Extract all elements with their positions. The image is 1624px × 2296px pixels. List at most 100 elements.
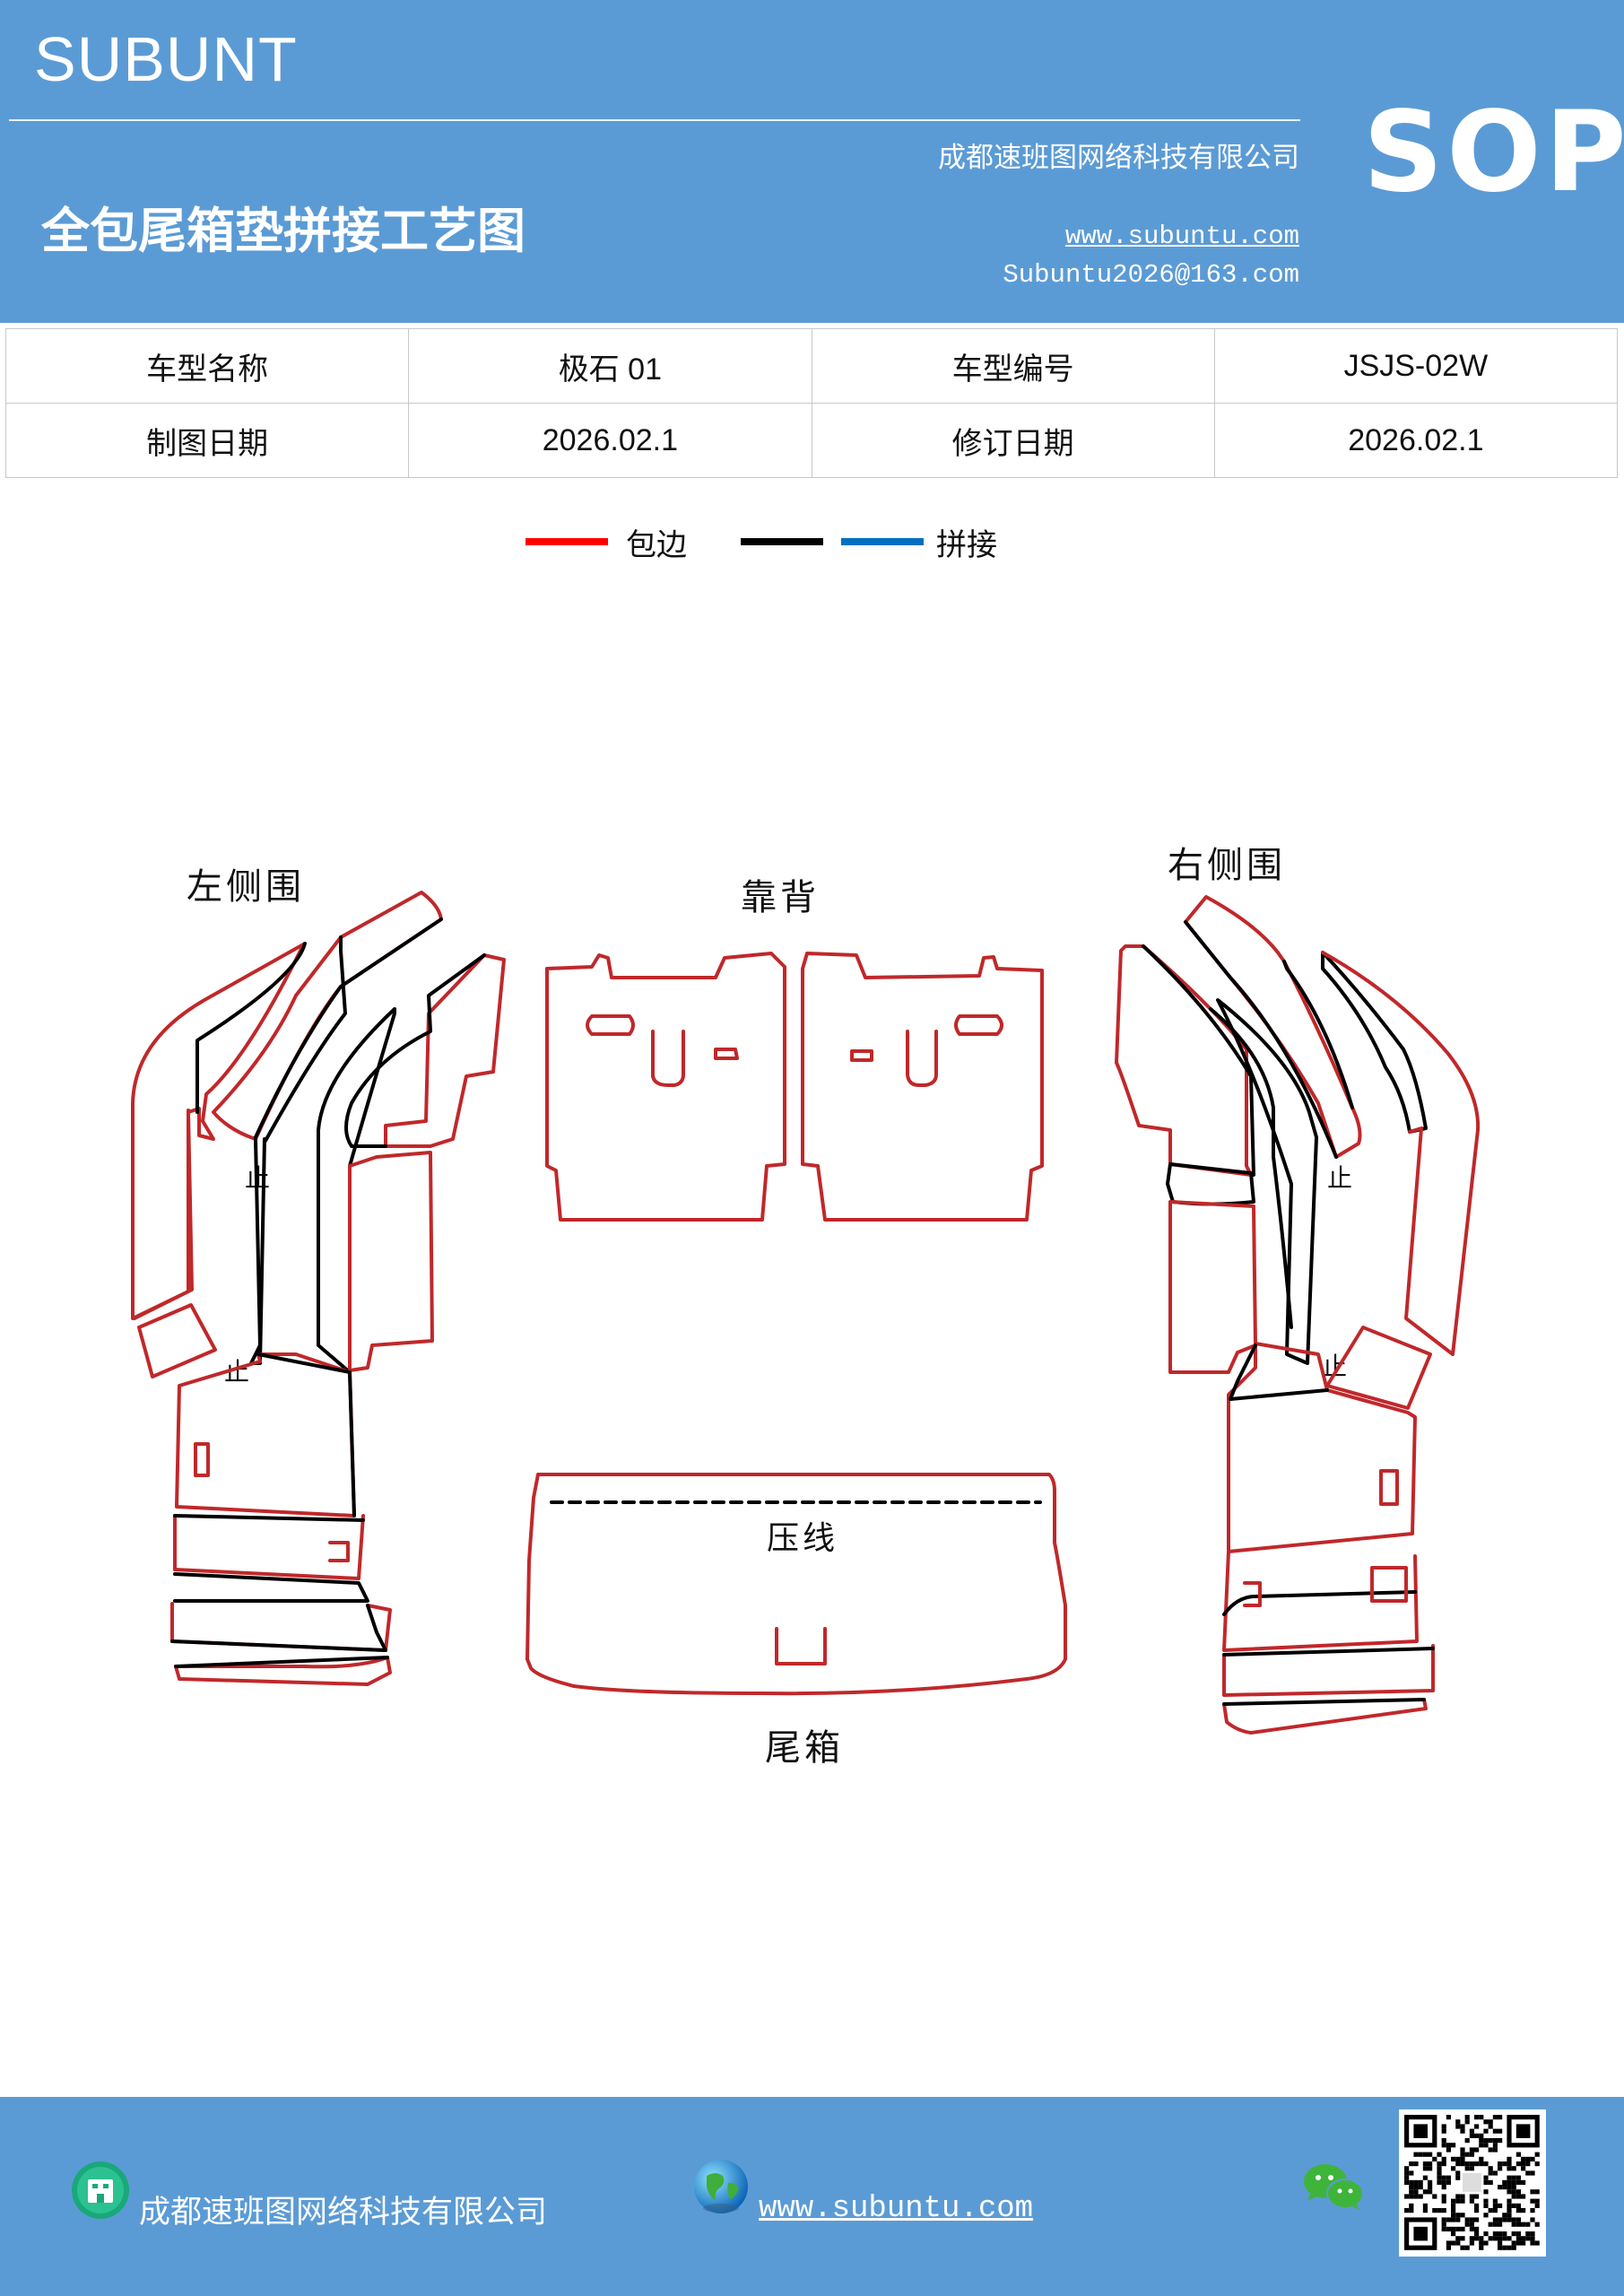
qr-module [1507, 2236, 1512, 2241]
qr-module [1422, 2166, 1428, 2171]
right-panel-seam [1229, 1344, 1329, 1401]
qr-module [1507, 2198, 1512, 2204]
right-panel-seam [1184, 920, 1338, 1159]
qr-module [1511, 2222, 1516, 2227]
legend-swatch-black [741, 538, 823, 545]
qr-module [1413, 2185, 1419, 2190]
qr-module [1515, 2175, 1521, 2180]
qr-module [1413, 2194, 1419, 2199]
qr-module [1498, 2217, 1503, 2222]
qr-module [1498, 2185, 1503, 2190]
qr-module [1483, 2179, 1489, 2185]
qr-module [1404, 2175, 1410, 2180]
qr-module [1479, 2115, 1484, 2120]
qr-module [1474, 2236, 1480, 2241]
qr-module [1428, 2161, 1433, 2167]
qr-module [1534, 2240, 1540, 2246]
qr-module [1464, 2161, 1470, 2167]
qr-module [1474, 2208, 1480, 2213]
qr-module [1469, 2152, 1474, 2157]
qr-module [1502, 2179, 1507, 2185]
qr-module [1469, 2147, 1474, 2152]
qr-module [1521, 2166, 1526, 2171]
left-panel-small-tab [137, 1303, 217, 1378]
qr-module [1479, 2156, 1484, 2161]
qr-module [1441, 2222, 1446, 2227]
qr-module [1413, 2189, 1419, 2195]
qr-module [1455, 2226, 1461, 2231]
qr-module [1488, 2179, 1493, 2185]
qr-module [1515, 2152, 1521, 2157]
qr-module [1455, 2119, 1461, 2125]
qr-module [1451, 2166, 1456, 2171]
qr-module [1479, 2161, 1484, 2167]
qr-module [1404, 2179, 1410, 2185]
qr-module [1446, 2143, 1451, 2148]
qr-module [1409, 2170, 1414, 2176]
qr-module [1511, 2194, 1516, 2199]
qr-module [1511, 2189, 1516, 2195]
qr-module [1446, 2115, 1451, 2120]
left-panel-seam [344, 953, 486, 1148]
qr-module [1515, 2161, 1521, 2167]
qr-module [1446, 2245, 1451, 2250]
qr-module [1534, 2189, 1540, 2195]
right-panel-seam [1282, 960, 1354, 1109]
qr-module [1455, 2161, 1461, 2167]
qr-module [1451, 2203, 1456, 2208]
right-panel-seam [1222, 1647, 1435, 1657]
qr-module [1463, 2173, 1481, 2192]
qr-module [1502, 2236, 1507, 2241]
qr-module [1446, 2147, 1451, 2152]
label-left-side-panel: 左侧围 [187, 866, 305, 908]
right-panel-lower-piece [1227, 1342, 1417, 1553]
right-panel-seam [1216, 998, 1318, 1365]
qr-module [1404, 2194, 1410, 2199]
qr-module [1409, 2161, 1414, 2167]
left-panel-upper-strip [131, 942, 307, 1320]
qr-module [1464, 2152, 1470, 2157]
footer-banner: 成都速班图网络科技有限公司 www.subuntu.com [0, 2097, 1624, 2296]
qr-module [1525, 2222, 1531, 2227]
header-website-link[interactable]: www.subuntu.com [1064, 222, 1299, 251]
qr-module [1474, 2203, 1480, 2208]
qr-module [1525, 2156, 1531, 2161]
qr-module [1492, 2143, 1498, 2148]
qr-module [1511, 2179, 1516, 2185]
label-right-side-panel: 右侧围 [1168, 845, 1286, 886]
qr-module [1488, 2170, 1493, 2176]
qr-module [1483, 2161, 1489, 2167]
left-panel-slot [194, 1442, 210, 1477]
backrest-left-panel [545, 952, 786, 1222]
backrest-left-u-cut [651, 1030, 685, 1087]
right-panel-square-cutout [1370, 1566, 1408, 1603]
qr-module [1409, 2189, 1414, 2195]
qr-module [1483, 2203, 1489, 2208]
table-row: 制图日期 2026.02.1 修订日期 2026.02.1 [4, 403, 1619, 478]
qr-module [1498, 2222, 1503, 2227]
qr-module [1492, 2203, 1498, 2208]
qr-module [1460, 2236, 1465, 2241]
qr-module [1451, 2231, 1456, 2237]
left-panel-seam [264, 935, 347, 1143]
qr-module [1409, 2194, 1414, 2199]
left-panel-seam [195, 942, 307, 1114]
qr-module [1515, 2217, 1521, 2222]
qr-module [1455, 2213, 1461, 2218]
building-icon [72, 2161, 129, 2219]
qr-module [1488, 2222, 1493, 2227]
qr-module [1488, 2236, 1493, 2241]
left-panel-seam [249, 1137, 266, 1365]
qr-module [1469, 2128, 1474, 2134]
qr-module [1483, 2189, 1489, 2195]
qr-module [1413, 2179, 1419, 2185]
left-panel-seam [173, 1572, 369, 1603]
qr-module [1488, 2147, 1493, 2152]
header-banner: SUBUNT SOP 成都速班图网络科技有限公司 全包尾箱垫拼接工艺图 www.… [0, 0, 1624, 323]
qr-module [1428, 2152, 1433, 2157]
backrest-right-slot [954, 1014, 1003, 1036]
qr-module [1479, 2133, 1484, 2138]
footer-website-link[interactable]: www.subuntu.com [759, 2192, 1034, 2226]
header-company-name: 成都速班图网络科技有限公司 [938, 142, 1299, 174]
qr-module [1474, 2226, 1480, 2231]
